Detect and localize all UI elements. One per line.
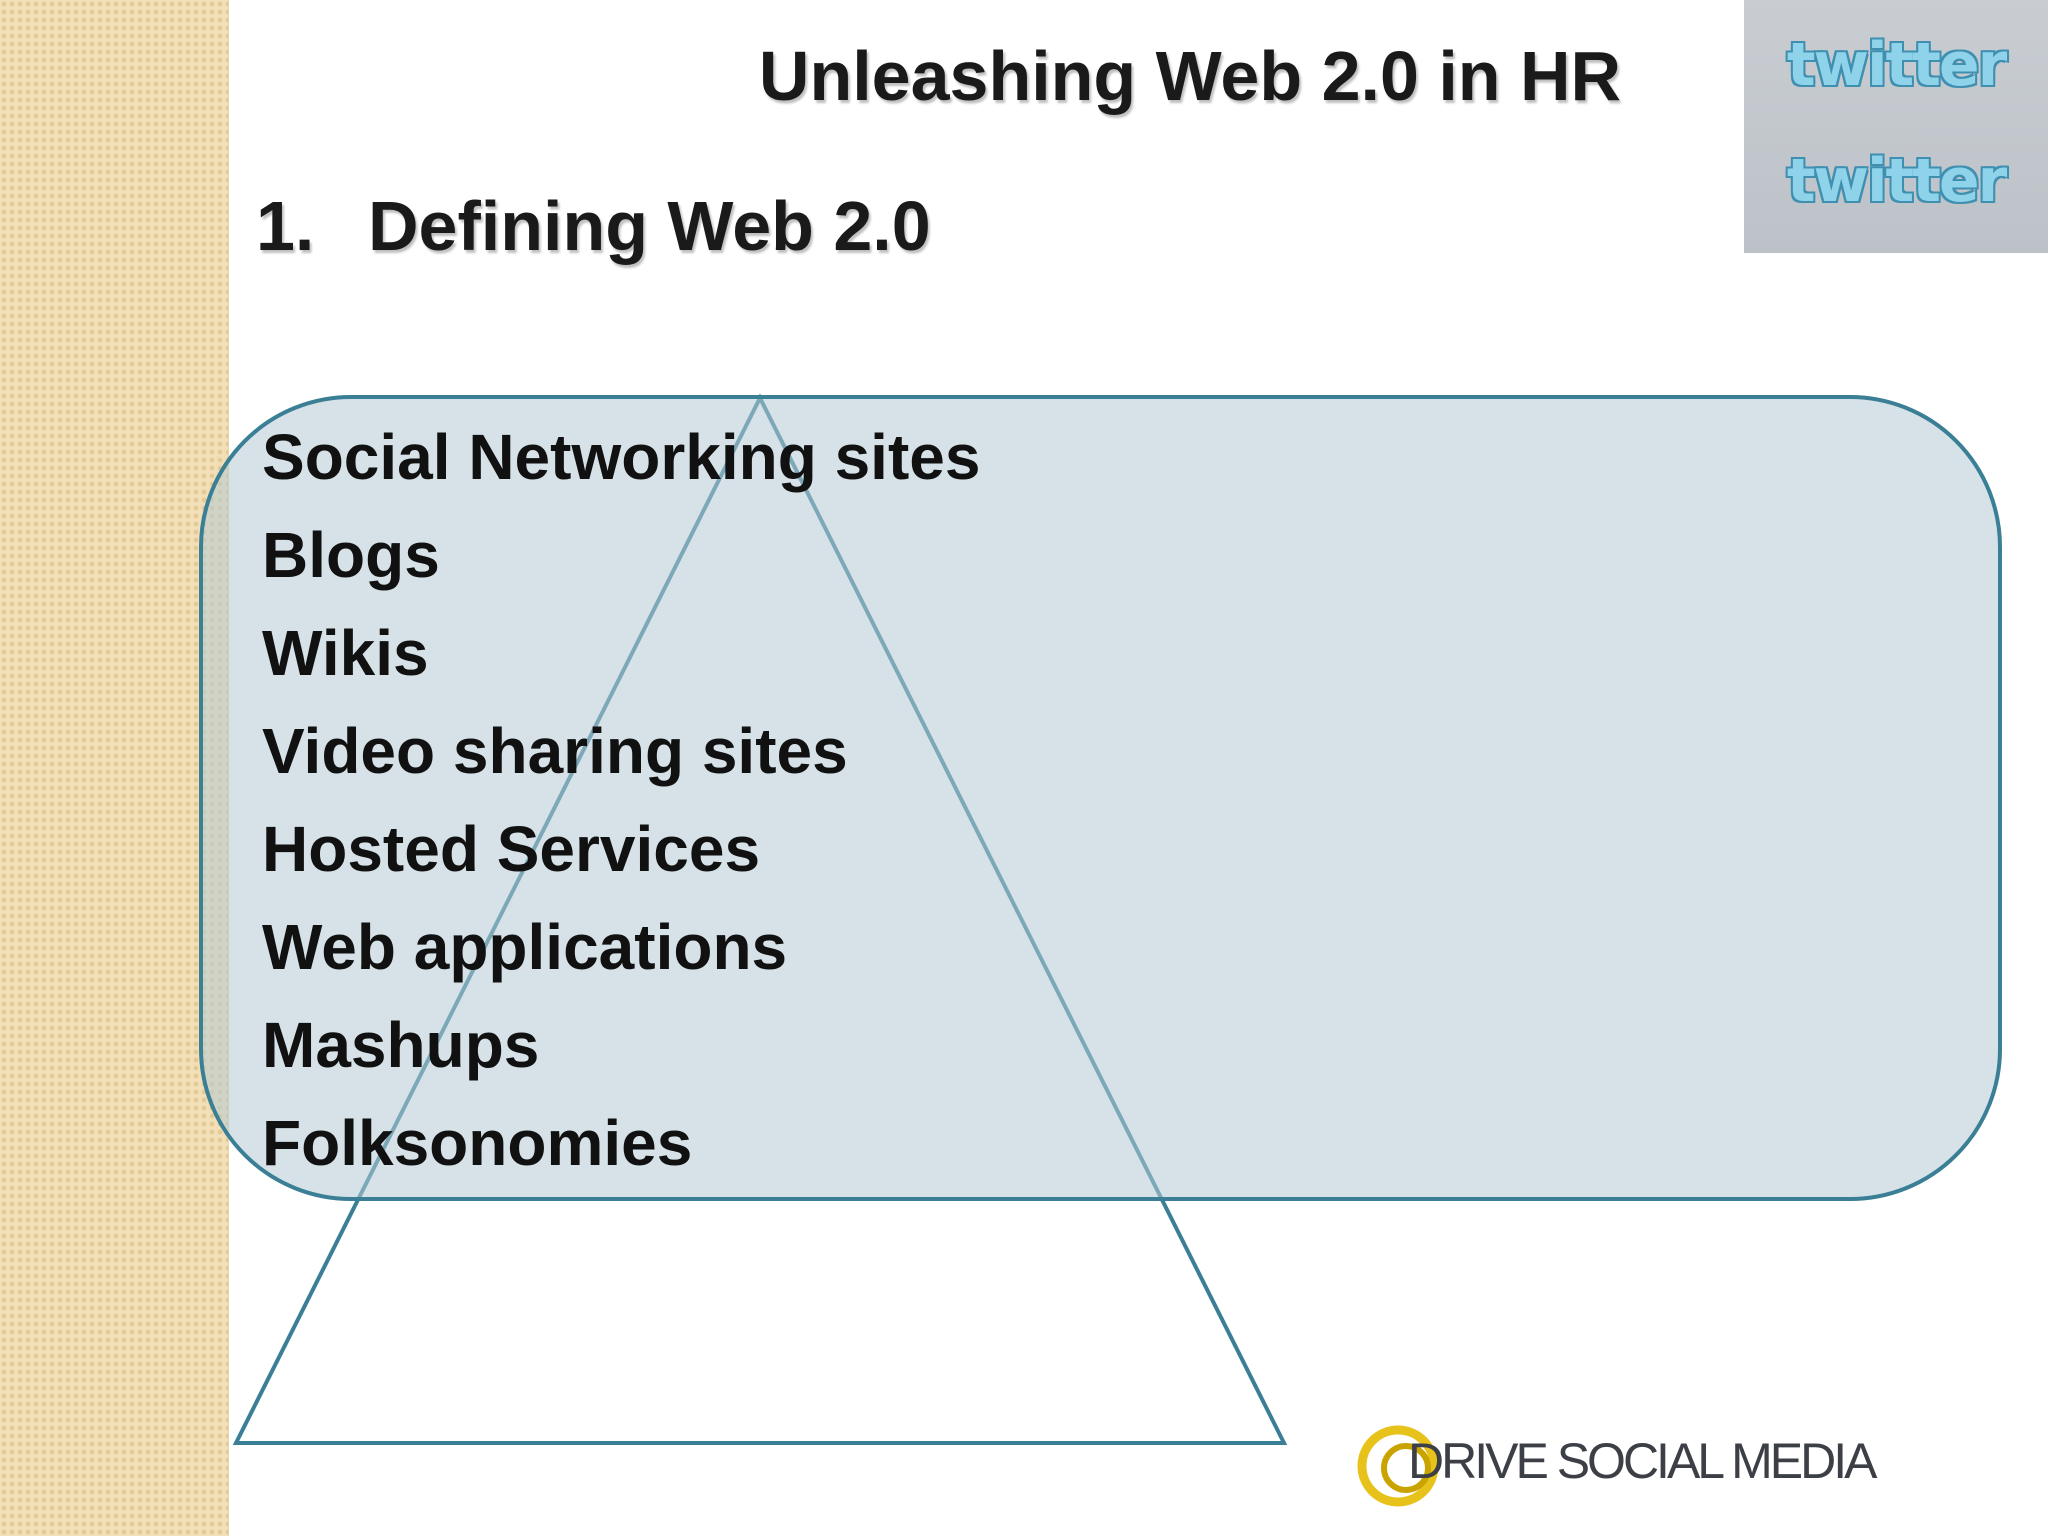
list-item: Wikis	[262, 617, 429, 689]
section-heading: 1. Defining Web 2.0	[256, 186, 931, 266]
list-item: Blogs	[262, 519, 440, 591]
twitter-logos-image: twitter twitter	[1744, 0, 2048, 253]
list-item: Web applications	[262, 911, 788, 983]
section-number: 1.	[256, 187, 315, 265]
list-item: Hosted Services	[262, 813, 761, 885]
rounded-list-box	[199, 395, 2002, 1201]
twitter-logo-bottom: twitter	[1786, 146, 2007, 216]
decorative-side-strip	[0, 0, 229, 1536]
twitter-logo-top: twitter	[1786, 30, 2007, 100]
drive-social-media-logo: DRIVE SOCIAL MEDIA	[1352, 1408, 2032, 1518]
slide-title: Unleashing Web 2.0 in HR	[758, 37, 1622, 115]
swirl-logo-icon	[1357, 1425, 1439, 1507]
list-item: Folksonomies	[262, 1107, 693, 1179]
brand-name: DRIVE SOCIAL MEDIA	[1408, 1433, 1877, 1489]
list-item: Social Networking sites	[262, 421, 981, 493]
list-item: Mashups	[262, 1009, 540, 1081]
web20-items-list: Social Networking sites Blogs Wikis Vide…	[262, 408, 980, 1192]
section-title: Defining Web 2.0	[368, 187, 931, 265]
list-item: Video sharing sites	[262, 715, 848, 787]
